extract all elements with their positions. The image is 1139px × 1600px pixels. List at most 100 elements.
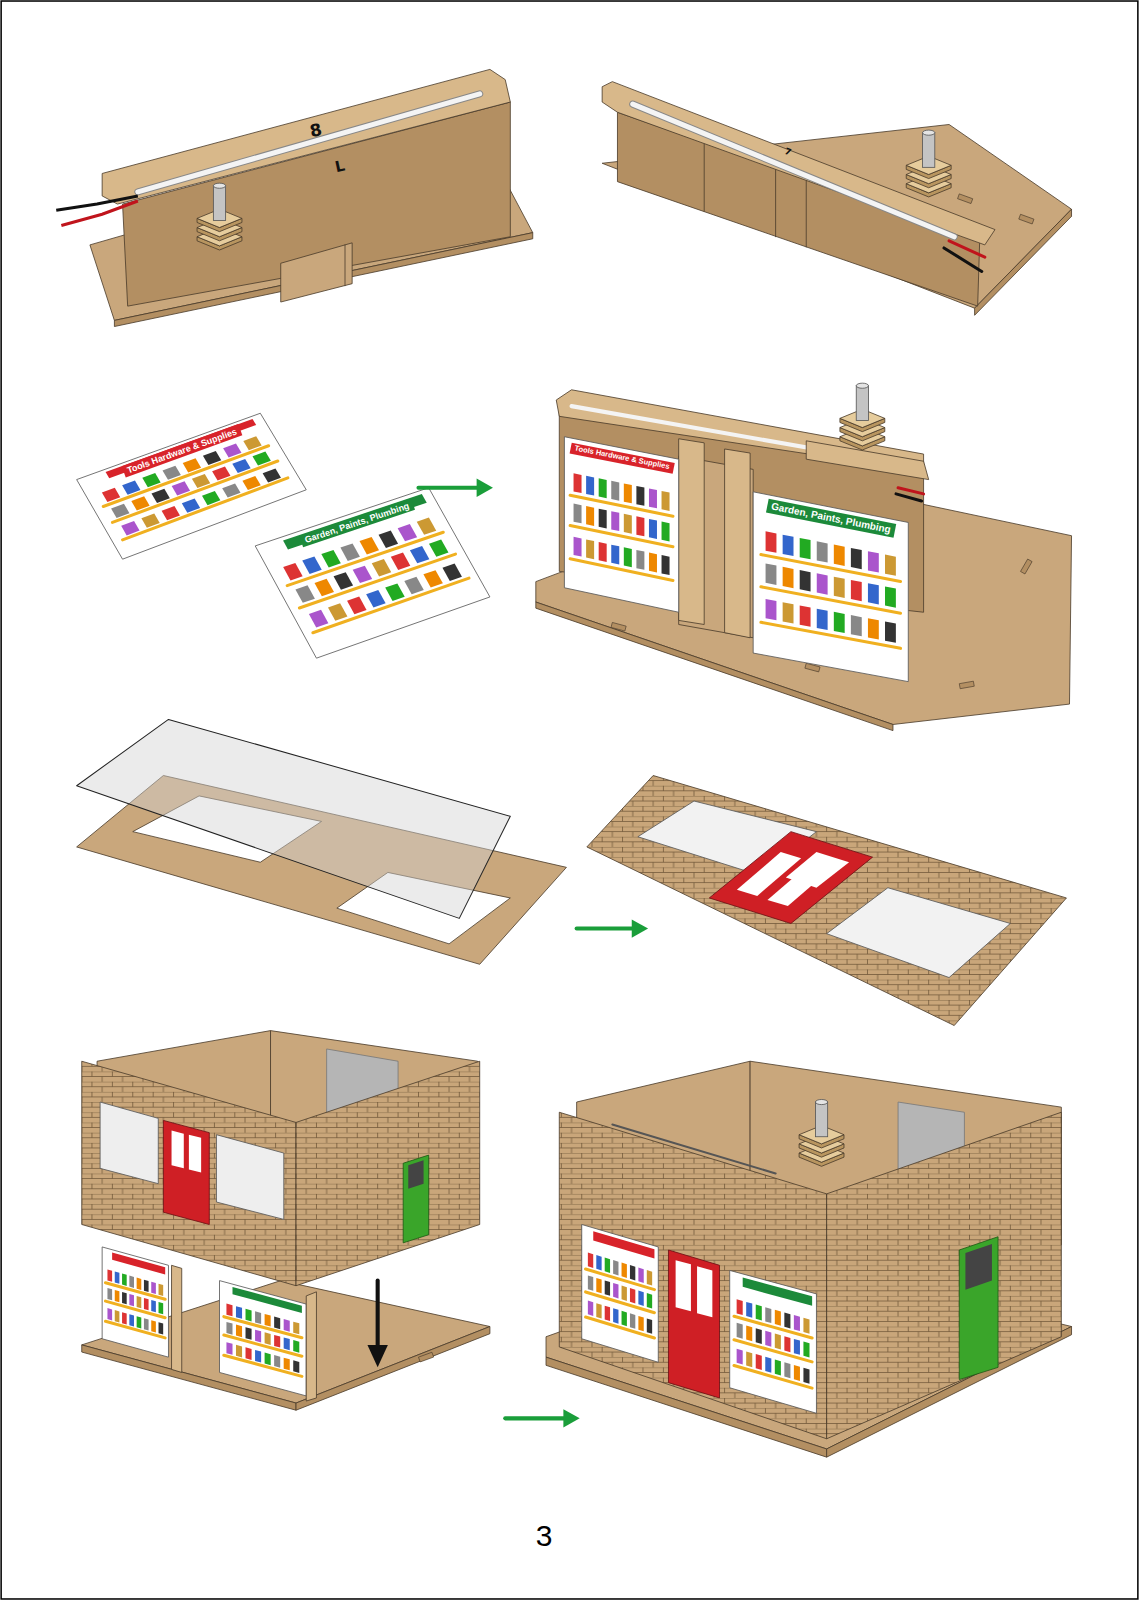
shop-item [638, 1291, 643, 1306]
wall-face [123, 102, 511, 306]
wire-black [56, 196, 138, 210]
shop-item [766, 564, 777, 585]
shop-item [353, 566, 372, 583]
wire-red [898, 488, 924, 494]
brick-wall [559, 1112, 826, 1439]
shop-item [137, 1278, 142, 1290]
top-rail [602, 82, 995, 245]
shop-item [638, 1316, 643, 1331]
shop-item [613, 1283, 618, 1298]
shop-item [232, 459, 250, 473]
shelf [123, 478, 288, 540]
shop-item [107, 1270, 112, 1282]
shop-item [144, 1298, 149, 1310]
shop-item [417, 518, 436, 535]
shop-item [347, 597, 366, 615]
shop-item [765, 1307, 771, 1323]
shelf [734, 1340, 812, 1362]
poster [255, 488, 490, 658]
shop-item [746, 1351, 752, 1367]
door-pane [965, 1244, 992, 1290]
door-opening [281, 243, 352, 302]
shop-item [662, 491, 670, 511]
shop-item [404, 577, 423, 594]
shop-item [765, 1331, 771, 1347]
shelf [586, 1317, 655, 1338]
window-glazing [827, 888, 1011, 978]
shop-item [794, 1339, 800, 1355]
shop-item [766, 531, 777, 552]
shop-item [800, 538, 811, 559]
slot [959, 681, 974, 689]
poster [730, 1270, 817, 1413]
shop-item [243, 436, 261, 450]
poster [582, 1224, 659, 1362]
poster [102, 1247, 168, 1357]
shop-item [624, 483, 632, 503]
shop-item [372, 559, 391, 576]
shop-item [151, 1282, 156, 1294]
edge [806, 179, 807, 247]
shop-item [410, 546, 429, 563]
shop-item [765, 1357, 771, 1373]
door-pane [189, 1135, 201, 1173]
step-arrow [577, 927, 634, 931]
post [306, 1292, 316, 1401]
shop-item [328, 603, 347, 621]
shop-item [766, 599, 777, 620]
shop-item [334, 572, 353, 590]
shop-item [366, 590, 385, 608]
poster-header [106, 419, 257, 478]
post [679, 439, 705, 625]
poster [564, 437, 678, 613]
shop-item [246, 1327, 252, 1340]
side-door [959, 1237, 998, 1380]
shop-item [783, 567, 794, 588]
shop-item [129, 1294, 134, 1306]
shop-item [246, 1347, 252, 1360]
top-rail [102, 69, 510, 204]
lamp-top [856, 383, 868, 388]
shelf [224, 1335, 302, 1356]
shop-item [851, 615, 862, 636]
shop-item [107, 1288, 112, 1300]
shop-item [596, 1255, 601, 1270]
shop-item [596, 1303, 601, 1318]
shop-item [586, 476, 594, 496]
shop-item [283, 563, 302, 581]
shop-item [159, 1302, 164, 1314]
shelf [105, 1301, 165, 1318]
shop-item [102, 488, 120, 502]
shop-item [630, 1313, 635, 1328]
shop-item [122, 1312, 127, 1324]
shop-item [885, 555, 896, 576]
shelf [570, 495, 673, 516]
shelf [105, 1283, 165, 1300]
shop-item [800, 605, 811, 626]
poster-header [283, 494, 427, 550]
slot [958, 194, 973, 204]
shop-item [360, 537, 379, 554]
shop-item [885, 622, 896, 643]
shop-item [630, 1288, 635, 1303]
shop-item [746, 1325, 752, 1341]
shop-item [783, 602, 794, 623]
shop-item [293, 1360, 299, 1373]
door-pane [786, 852, 849, 888]
lamp-top [815, 1099, 827, 1104]
shop-item [868, 583, 879, 604]
shop-item [284, 1358, 290, 1371]
edge [704, 143, 705, 211]
shop-item [255, 1330, 261, 1343]
shop-item [144, 1318, 149, 1330]
shop-item [613, 1308, 618, 1323]
brick-wall-piece [587, 776, 1067, 1026]
light-strip-edge [633, 104, 954, 237]
shelf [224, 1317, 302, 1338]
edge [345, 245, 346, 286]
door-pane [172, 1131, 184, 1169]
door-pane [408, 1160, 423, 1189]
shop-item [442, 564, 461, 581]
shop-item [756, 1328, 762, 1344]
